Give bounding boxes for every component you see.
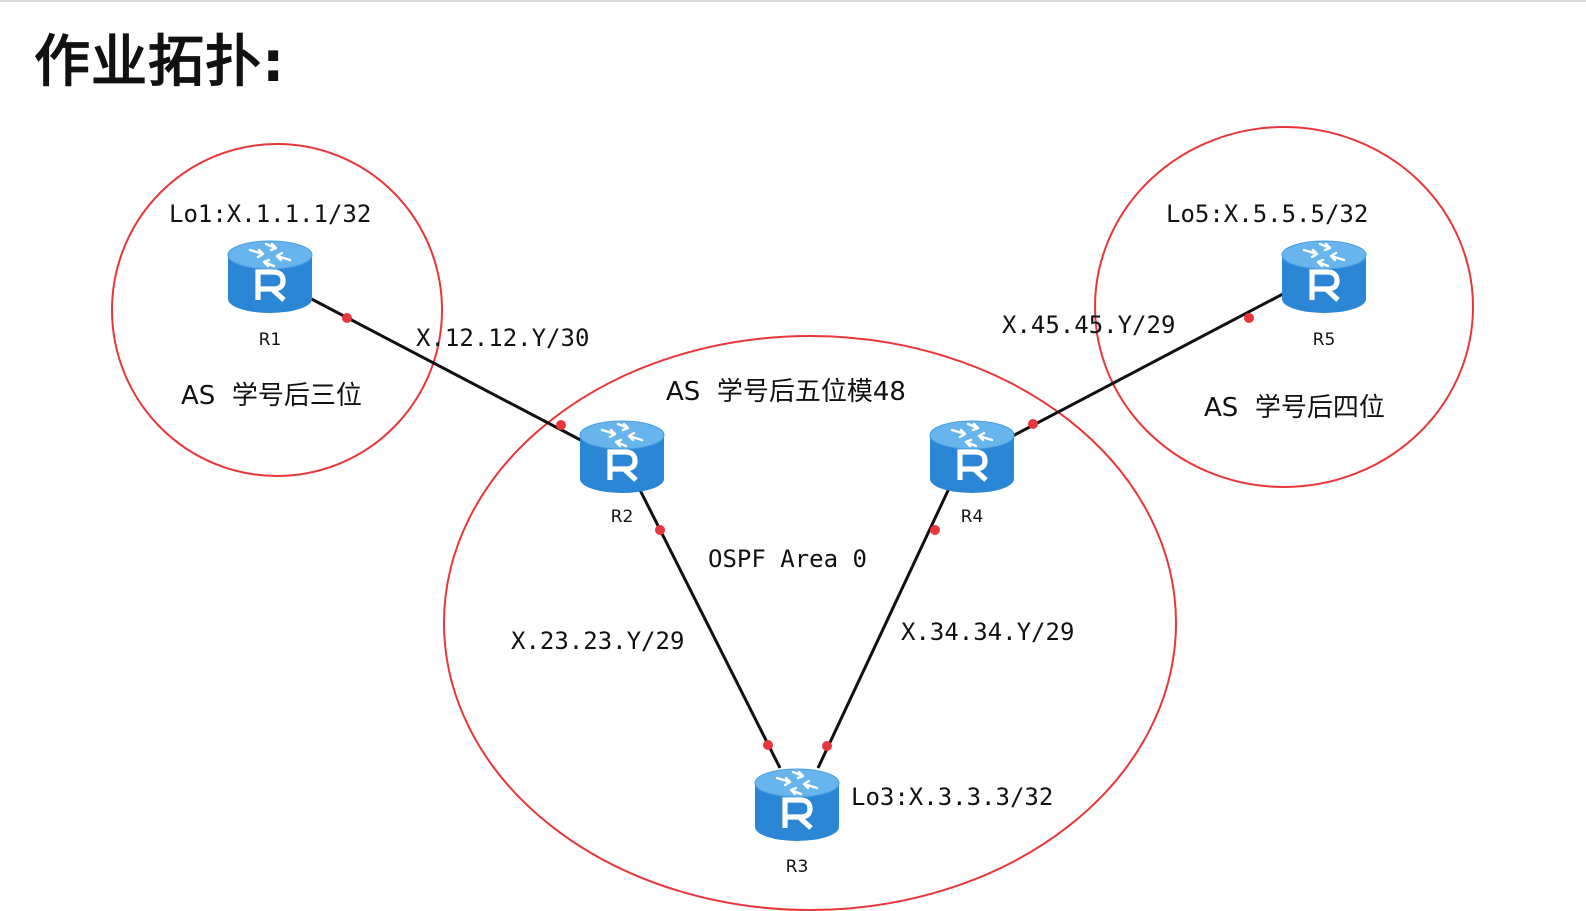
router-label-r2: R2	[611, 507, 634, 527]
router-icon[interactable]	[755, 769, 839, 841]
page-title: 作业拓扑:	[34, 30, 286, 95]
loopback-label-r5: Lo5:X.5.5.5/32	[1166, 200, 1368, 228]
router-label-r5: R5	[1313, 330, 1336, 350]
port-dot-r2-link-r2r3	[655, 525, 665, 535]
port-dot-r1-link-r1r2	[342, 313, 352, 323]
link-subnet-label-r4r5: X.45.45.Y/29	[1002, 311, 1175, 339]
router-icon[interactable]	[1282, 241, 1366, 313]
loopback-label-r3: Lo3:X.3.3.3/32	[851, 783, 1053, 811]
as-label-right: AS 学号后四位	[1204, 393, 1385, 423]
ospf-area-label: OSPF Area 0	[708, 545, 867, 573]
router-icon[interactable]	[580, 421, 664, 493]
as-label-center: AS 学号后五位模48	[666, 377, 906, 407]
port-dot-r5-link-r4r5	[1244, 313, 1254, 323]
as-boundary-left	[111, 143, 443, 477]
port-dot-r2-link-r1r2	[556, 420, 566, 430]
as-label-left: AS 学号后三位	[181, 381, 362, 411]
port-dot-r4-link-r4r5	[1028, 419, 1038, 429]
router-icon[interactable]	[930, 421, 1014, 493]
as-boundary-center	[443, 335, 1177, 911]
router-label-r3: R3	[786, 857, 809, 877]
link-subnet-label-r3r4: X.34.34.Y/29	[901, 618, 1074, 646]
link-r3-r4	[816, 481, 954, 769]
link-r4-r5	[1004, 283, 1301, 442]
link-r2-r3	[634, 481, 782, 769]
router-label-r1: R1	[259, 330, 282, 350]
link-subnet-label-r2r3: X.23.23.Y/29	[511, 627, 684, 655]
port-dot-r3-link-r2r3	[763, 740, 773, 750]
link-subnet-label-r1r2: X.12.12.Y/30	[416, 324, 589, 352]
router-label-r4: R4	[961, 507, 984, 527]
port-dot-r4-link-r3r4	[930, 525, 940, 535]
loopback-label-r1: Lo1:X.1.1.1/32	[169, 200, 371, 228]
router-icon[interactable]	[228, 241, 312, 313]
top-divider	[0, 0, 1586, 2]
as-boundary-right	[1094, 126, 1474, 488]
port-dot-r3-link-r3r4	[822, 741, 832, 751]
